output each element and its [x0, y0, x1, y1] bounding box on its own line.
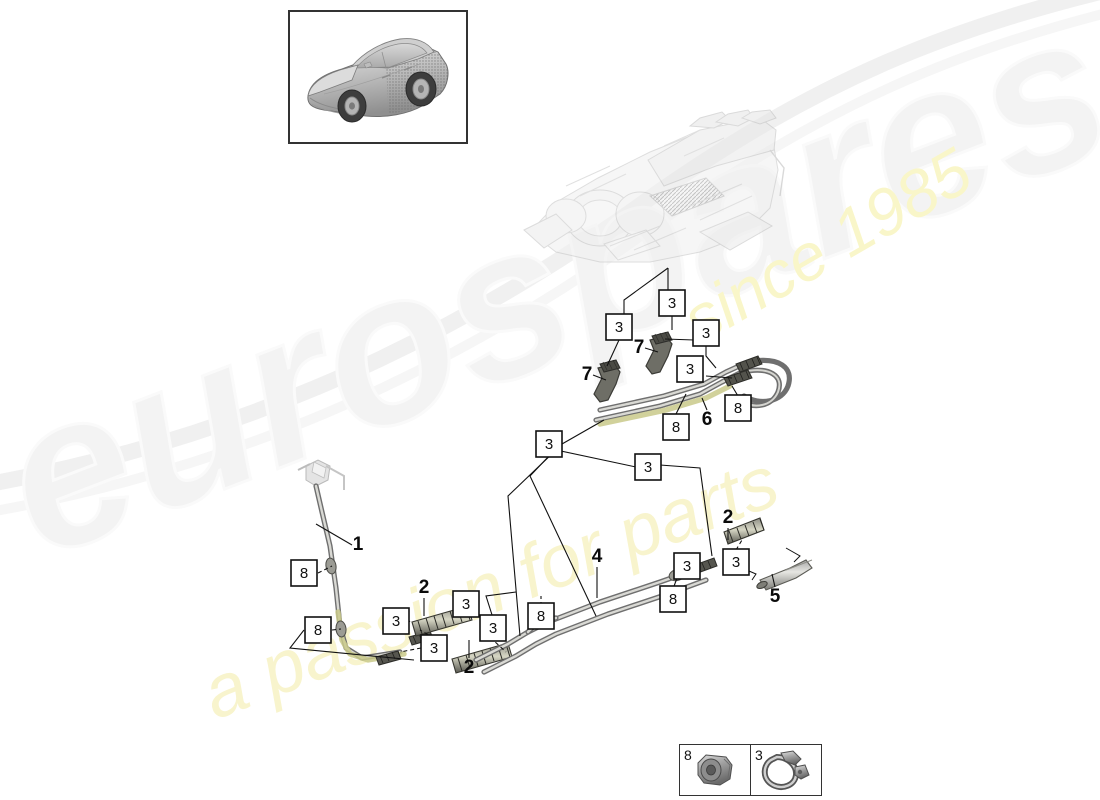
callout-1-c12[interactable]: 1	[353, 534, 364, 555]
callout-number: 3	[668, 295, 676, 312]
callout-3-c3[interactable]: 3	[692, 319, 720, 347]
callout-3-c23[interactable]: 3	[382, 607, 410, 635]
part-2-coupler-right	[723, 517, 765, 545]
callout-3-c10[interactable]: 3	[535, 430, 563, 458]
callout-box[interactable]	[722, 548, 750, 576]
part-7-elbow-hose-lower	[593, 359, 621, 403]
callout-box[interactable]	[724, 394, 752, 422]
callout-number: 3	[683, 558, 691, 575]
callout-5-c19[interactable]: 5	[770, 586, 781, 607]
legend-number-3: 3	[755, 747, 763, 763]
callout-number: 3	[686, 361, 694, 378]
callout-8-c20[interactable]: 8	[304, 616, 332, 644]
callout-box[interactable]	[304, 616, 332, 644]
callout-8-c25[interactable]: 8	[527, 602, 555, 630]
callout-4-c16[interactable]: 4	[592, 546, 603, 567]
callout-number: 8	[537, 608, 545, 625]
part-7-elbow-hose-upper	[645, 331, 673, 375]
clamp-on-part-6-b	[723, 369, 753, 387]
clamp-on-part-6-a	[735, 355, 763, 373]
callout-number: 3	[545, 436, 553, 453]
callout-3-c17[interactable]: 3	[673, 552, 701, 580]
callout-box[interactable]	[479, 614, 507, 642]
callout-2-c14[interactable]: 2	[723, 507, 734, 528]
callout-3-c2[interactable]: 3	[605, 313, 633, 341]
callout-7-c5[interactable]: 7	[582, 364, 593, 385]
callout-number: 1	[353, 534, 364, 555]
callout-3-c11[interactable]: 3	[634, 453, 662, 481]
callout-box[interactable]	[692, 319, 720, 347]
callout-box[interactable]	[420, 634, 448, 662]
callout-box[interactable]	[382, 607, 410, 635]
legend-cell-grommet: 8	[680, 745, 750, 795]
part-5-end-piece	[756, 559, 813, 591]
callout-number: 6	[702, 409, 713, 430]
callout-number: 8	[300, 565, 308, 582]
callout-3-c26[interactable]: 3	[420, 634, 448, 662]
callout-number: 8	[669, 591, 677, 608]
callout-8-c13[interactable]: 8	[290, 559, 318, 587]
hose-clamp-icon	[761, 750, 810, 790]
callout-number: 2	[723, 507, 734, 528]
callout-box[interactable]	[658, 289, 686, 317]
engine-heater-assembly	[523, 109, 785, 263]
callout-3-c1[interactable]: 3	[658, 289, 686, 317]
callout-8-c18[interactable]: 8	[659, 585, 687, 613]
callout-number: 2	[419, 577, 430, 598]
callout-box[interactable]	[527, 602, 555, 630]
callout-2-c21[interactable]: 2	[419, 577, 430, 598]
callout-box[interactable]	[452, 590, 480, 618]
callout-number: 3	[615, 319, 623, 336]
callout-number: 2	[464, 657, 475, 678]
legend-number-8: 8	[684, 747, 692, 763]
callout-7-c4[interactable]: 7	[634, 337, 645, 358]
callout-box[interactable]	[535, 430, 563, 458]
callout-box[interactable]	[659, 585, 687, 613]
callout-3-c6[interactable]: 3	[676, 355, 704, 383]
callout-number: 3	[392, 613, 400, 630]
callout-number: 8	[314, 622, 322, 639]
callout-number: 8	[734, 400, 742, 417]
callout-box[interactable]	[605, 313, 633, 341]
callout-number: 8	[672, 419, 680, 436]
callout-number: 3	[644, 459, 652, 476]
callout-8-c9[interactable]: 8	[662, 413, 690, 441]
callout-3-c24[interactable]: 3	[479, 614, 507, 642]
callout-box[interactable]	[662, 413, 690, 441]
callout-box[interactable]	[634, 453, 662, 481]
callout-number: 7	[634, 337, 645, 358]
callout-3-c22[interactable]: 3	[452, 590, 480, 618]
callout-box[interactable]	[676, 355, 704, 383]
callout-8-c7[interactable]: 8	[724, 394, 752, 422]
parts-legend: 8 3	[679, 744, 822, 796]
callout-number: 3	[462, 596, 470, 613]
legend-cell-clamp: 3	[750, 745, 820, 795]
vehicle-thumbnail-frame	[288, 10, 468, 144]
callout-number: 3	[732, 554, 740, 571]
callout-2-c27[interactable]: 2	[464, 657, 475, 678]
callout-number: 7	[582, 364, 593, 385]
callout-3-c15[interactable]: 3	[722, 548, 750, 576]
callout-6-c8[interactable]: 6	[702, 409, 713, 430]
callout-number: 3	[489, 620, 497, 637]
callout-box[interactable]	[673, 552, 701, 580]
callout-box[interactable]	[290, 559, 318, 587]
callout-number: 4	[592, 546, 603, 567]
callout-number: 3	[430, 640, 438, 657]
leader-lines	[288, 267, 776, 661]
callout-number: 3	[702, 325, 710, 342]
vehicle-illustration	[307, 38, 449, 123]
grommet-icon	[697, 754, 733, 786]
callout-number: 5	[770, 586, 781, 607]
